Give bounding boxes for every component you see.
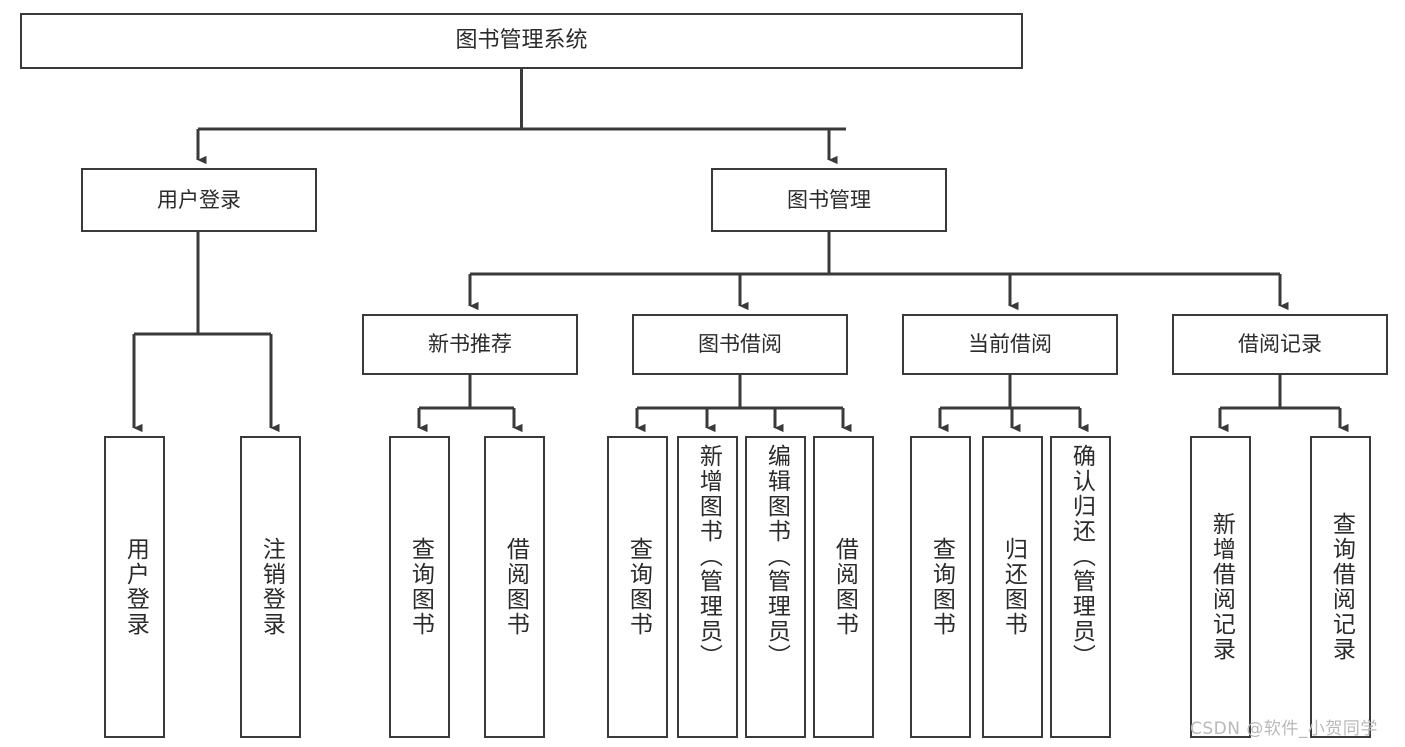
leaf-add-book-admin[interactable]: 新增图书（管理员） bbox=[677, 436, 738, 738]
leaf-add-borrow-record[interactable]: 新增借阅记录 bbox=[1190, 436, 1251, 738]
node-label: 当前借阅 bbox=[968, 332, 1052, 357]
leaf-borrow-book[interactable]: 借阅图书 bbox=[813, 436, 874, 738]
leaf-borrow-book-newbook[interactable]: 借阅图书 bbox=[484, 436, 545, 738]
csdn-watermark: CSDN @软件_小贺同学 bbox=[1190, 719, 1378, 739]
node-book-borrow[interactable]: 图书借阅 bbox=[632, 314, 848, 375]
node-label: 查询图书 bbox=[407, 537, 434, 637]
leaf-user-login[interactable]: 用户登录 bbox=[104, 436, 165, 738]
node-label: 用户登录 bbox=[157, 187, 241, 212]
node-label: 查询图书 bbox=[928, 537, 955, 637]
node-current-borrow[interactable]: 当前借阅 bbox=[902, 314, 1118, 375]
node-label: 归还图书 bbox=[1000, 537, 1027, 637]
node-user-login[interactable]: 用户登录 bbox=[81, 168, 317, 232]
leaf-query-book-borrow[interactable]: 查询图书 bbox=[607, 436, 668, 738]
leaf-query-book-newbook[interactable]: 查询图书 bbox=[389, 436, 450, 738]
node-root-system[interactable]: 图书管理系统 bbox=[20, 13, 1023, 69]
leaf-confirm-return-admin[interactable]: 确认归还（管理员） bbox=[1050, 436, 1111, 738]
leaf-logout-login[interactable]: 注销登录 bbox=[240, 436, 301, 738]
leaf-return-book[interactable]: 归还图书 bbox=[982, 436, 1043, 738]
leaf-edit-book-admin[interactable]: 编辑图书（管理员） bbox=[745, 436, 806, 738]
node-label: 查询图书 bbox=[625, 537, 652, 637]
node-label: 编辑图书（管理员） bbox=[763, 444, 790, 669]
leaf-query-borrow-record[interactable]: 查询借阅记录 bbox=[1310, 436, 1371, 738]
node-label: 新书推荐 bbox=[428, 332, 512, 357]
node-label: 新增借阅记录 bbox=[1208, 512, 1235, 662]
node-label: 查询借阅记录 bbox=[1328, 512, 1355, 662]
node-label: 用户登录 bbox=[122, 537, 149, 637]
node-label: 图书管理 bbox=[787, 187, 871, 212]
node-label: 图书管理系统 bbox=[455, 28, 588, 54]
node-borrow-record[interactable]: 借阅记录 bbox=[1172, 314, 1388, 375]
node-label: 新增图书（管理员） bbox=[695, 444, 722, 669]
node-label: 借阅图书 bbox=[502, 537, 529, 637]
node-label: 确认归还（管理员） bbox=[1068, 444, 1095, 669]
node-book-management[interactable]: 图书管理 bbox=[711, 168, 947, 232]
node-label: 图书借阅 bbox=[698, 332, 782, 357]
node-label: 借阅记录 bbox=[1238, 332, 1322, 357]
leaf-query-book-current[interactable]: 查询图书 bbox=[910, 436, 971, 738]
node-label: 注销登录 bbox=[258, 537, 285, 637]
node-new-book-recommend[interactable]: 新书推荐 bbox=[362, 314, 578, 375]
node-label: 借阅图书 bbox=[831, 537, 858, 637]
